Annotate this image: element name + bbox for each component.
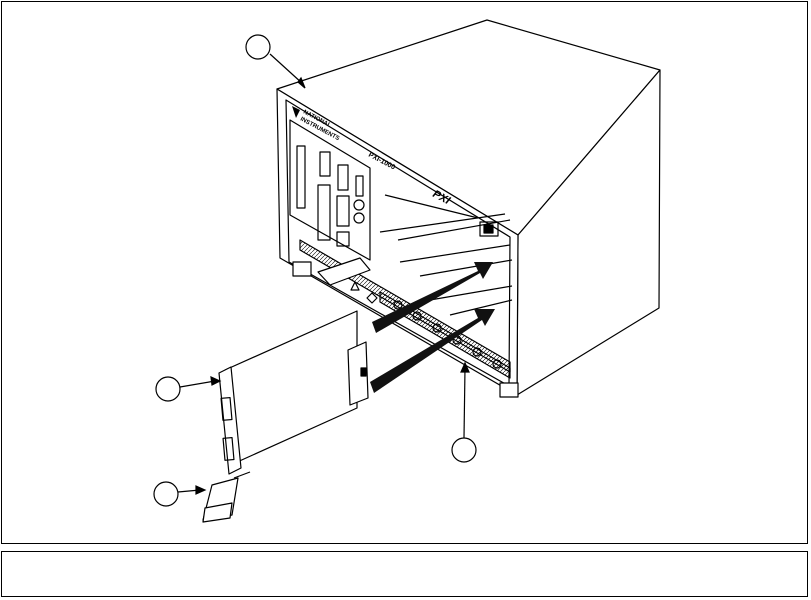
chassis-foot-right (500, 383, 518, 397)
callout-3 (154, 482, 205, 506)
module-pcb (225, 311, 357, 463)
callout-4 (452, 363, 476, 462)
module-ejector-lever (234, 472, 250, 478)
callout-2 (156, 377, 220, 401)
power-switch-rocker (484, 225, 493, 233)
module-connector-latch (361, 368, 366, 376)
callout-1 (246, 35, 305, 88)
chassis-foot-left (293, 262, 311, 276)
legend-frame (1, 551, 808, 597)
